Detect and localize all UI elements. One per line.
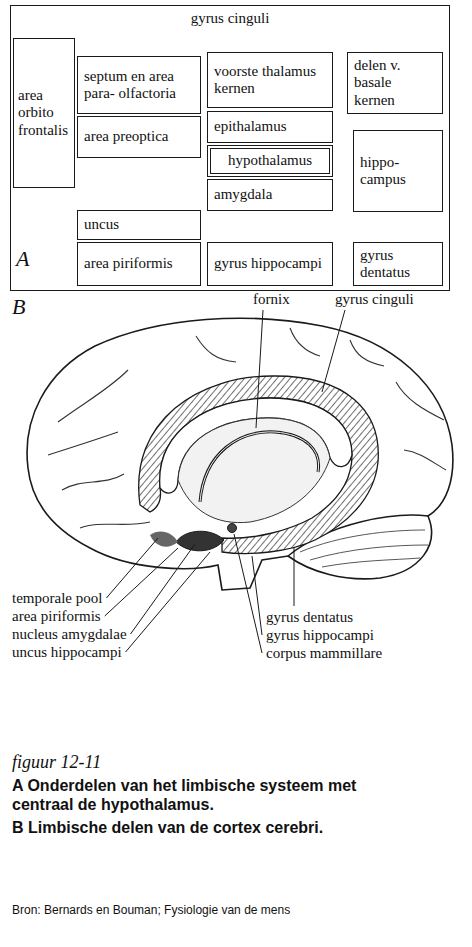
- leader-line: [126, 552, 210, 652]
- fornix-arc-inner: [200, 432, 319, 502]
- part-label: area piriformis: [12, 607, 101, 625]
- panel-letter: A: [16, 246, 29, 272]
- source-note: Bron: Bernards en Bouman; Fysiologie van…: [12, 903, 290, 917]
- amygdala-region: [176, 531, 224, 551]
- leader-line: [252, 556, 262, 635]
- mammillary-body: [228, 524, 237, 533]
- region-box: epithalamus: [207, 111, 333, 143]
- region-box: area piriformis: [77, 242, 201, 286]
- part-label: gyrus cinguli: [335, 290, 414, 308]
- region-box: area orbito frontalis: [13, 38, 75, 188]
- region-box: gyrus hippocampi: [207, 242, 333, 286]
- leader-line: [105, 548, 178, 616]
- region-name: epithalamus: [214, 118, 286, 135]
- region-box: amygdala: [207, 179, 333, 211]
- fornix-arc: [200, 432, 319, 502]
- region-name: gyrus cinguli: [191, 10, 270, 27]
- region-name: delen v. basale kernen: [354, 57, 436, 109]
- panel-letter: B: [12, 294, 25, 320]
- region-name: gyrus dentatus: [360, 247, 436, 282]
- region-box: delen v. basale kernen: [347, 52, 443, 114]
- temporal-pole-shade: [150, 531, 178, 546]
- figure-number: figuur 12-11: [12, 752, 101, 774]
- region-name: gyrus hippocampi: [214, 255, 322, 272]
- limbic-frame: gyrus cinguli area orbito frontalis septum…: [10, 5, 450, 291]
- region-name: septum en area para- olfactoria: [84, 68, 194, 103]
- region-name: amygdala: [214, 186, 272, 203]
- region-name: hypothalamus: [228, 152, 312, 169]
- region-name: area orbito frontalis: [18, 87, 70, 139]
- region-name: hippo- campus: [360, 154, 436, 189]
- region-name: area preoptica: [84, 128, 169, 145]
- part-label: fornix: [253, 290, 290, 308]
- region-box: hippo- campus: [353, 130, 443, 212]
- region-box: hypothalamus: [207, 145, 333, 177]
- leader-line: [234, 534, 262, 653]
- region-box: area preoptica: [77, 116, 201, 158]
- part-label: gyrus hippocampi: [266, 626, 374, 644]
- region-box: septum en area para- olfactoria: [77, 56, 201, 114]
- sulci: [48, 328, 446, 528]
- part-label: corpus mammillare: [266, 644, 382, 662]
- leader-line: [256, 310, 263, 428]
- diencephalon: [178, 418, 330, 523]
- leader-line: [322, 310, 345, 392]
- leader-line: [131, 544, 195, 634]
- leader-line: [294, 547, 295, 606]
- caption-line: A Onderdelen van het limbische systeem m…: [12, 776, 392, 814]
- caption-line: B Limbische delen van de cortex cerebri.: [12, 818, 323, 837]
- limbic-cortex-hatched: [139, 376, 379, 554]
- leader-line: [106, 538, 158, 598]
- region-name: uncus: [84, 216, 119, 233]
- part-label: uncus hippocampi: [12, 643, 122, 661]
- part-label: nucleus amygdalae: [12, 625, 127, 643]
- hemisphere-outline: [27, 318, 453, 590]
- part-label: temporale pool: [12, 589, 102, 607]
- leader-lines: [105, 310, 345, 653]
- region-box: gyrus dentatus: [353, 242, 443, 286]
- region-box: voorste thalamus kernen: [207, 52, 333, 108]
- region-name: area piriformis: [84, 255, 173, 272]
- region-box: uncus: [77, 210, 201, 240]
- region-name: voorste thalamus kernen: [214, 63, 326, 98]
- part-label: gyrus dentatus: [266, 608, 353, 626]
